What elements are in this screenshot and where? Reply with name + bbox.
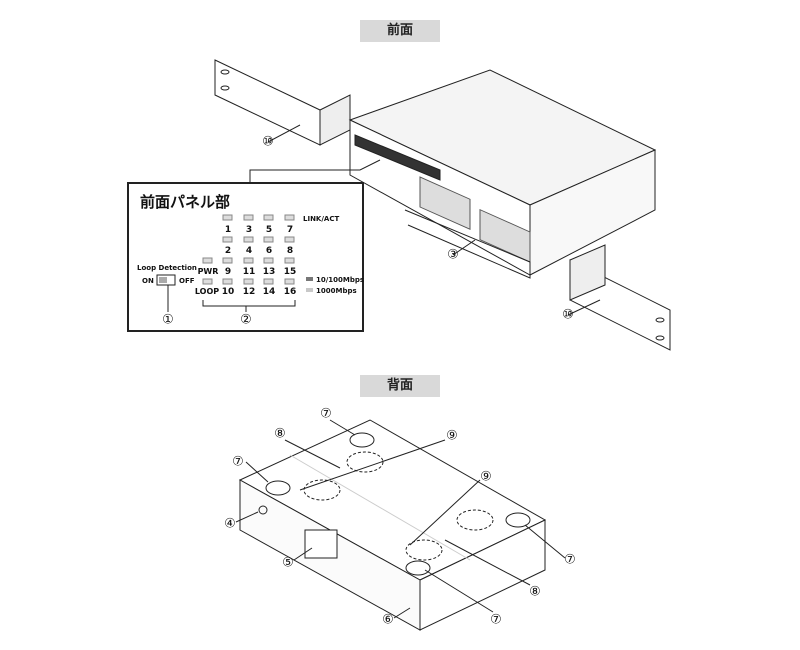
port-label: 15 bbox=[284, 267, 297, 277]
port-label: 12 bbox=[243, 287, 256, 297]
port-label: 6 bbox=[266, 246, 272, 256]
port-label: 7 bbox=[287, 225, 293, 235]
legend-10-100: 10/100Mbps bbox=[316, 276, 364, 284]
front-section-header: 前面 bbox=[360, 20, 440, 42]
led-grid bbox=[202, 214, 295, 285]
legend-1000: 1000Mbps bbox=[316, 287, 357, 295]
callout-8: ⑧ bbox=[529, 585, 541, 600]
rack-bracket-right bbox=[569, 244, 671, 351]
on-label: ON bbox=[142, 277, 154, 285]
switch-body-front bbox=[348, 69, 657, 279]
loop-detection-label: Loop Detection bbox=[137, 264, 197, 272]
callout-8: ⑧ bbox=[274, 427, 286, 442]
callout-10: ⑩ bbox=[262, 135, 274, 150]
callout-1: ① bbox=[162, 313, 174, 328]
port-label: 4 bbox=[246, 246, 252, 256]
port-label: 16 bbox=[284, 287, 297, 297]
callout-2: ② bbox=[240, 313, 252, 328]
port-label: 14 bbox=[263, 287, 276, 297]
callout-5: ⑤ bbox=[282, 556, 294, 571]
front-panel-title: 前面パネル部 bbox=[140, 193, 230, 211]
callout-9: ⑨ bbox=[480, 470, 492, 485]
port-label: 11 bbox=[243, 267, 256, 277]
callout-10: ⑩ bbox=[562, 308, 574, 323]
front-panel-detail-box bbox=[127, 182, 364, 332]
callout-7: ⑦ bbox=[564, 553, 576, 568]
callout-6: ⑥ bbox=[382, 613, 394, 628]
rack-bracket-left bbox=[214, 59, 351, 146]
back-section-header: 背面 bbox=[360, 375, 440, 397]
port-label: 1 bbox=[225, 225, 231, 235]
port-label: 2 bbox=[225, 246, 231, 256]
callout-7: ⑦ bbox=[232, 455, 244, 470]
pwr-label: PWR bbox=[198, 267, 219, 276]
port-label: 5 bbox=[266, 225, 272, 235]
port-label: 9 bbox=[225, 267, 231, 277]
off-label: OFF bbox=[179, 277, 195, 285]
callout-9: ⑨ bbox=[446, 429, 458, 444]
callout-7: ⑦ bbox=[320, 407, 332, 422]
port-label: 10 bbox=[222, 287, 235, 297]
link-act-label: LINK/ACT bbox=[303, 215, 339, 223]
callout-4: ④ bbox=[224, 517, 236, 532]
port-label: 13 bbox=[263, 267, 276, 277]
callout-3: ③ bbox=[447, 248, 459, 263]
switch-body-back bbox=[238, 419, 547, 631]
port-label: 8 bbox=[287, 246, 293, 256]
port-label: 3 bbox=[246, 225, 252, 235]
loop-label: LOOP bbox=[195, 287, 219, 296]
power-inlet bbox=[304, 529, 338, 559]
callout-7: ⑦ bbox=[490, 613, 502, 628]
